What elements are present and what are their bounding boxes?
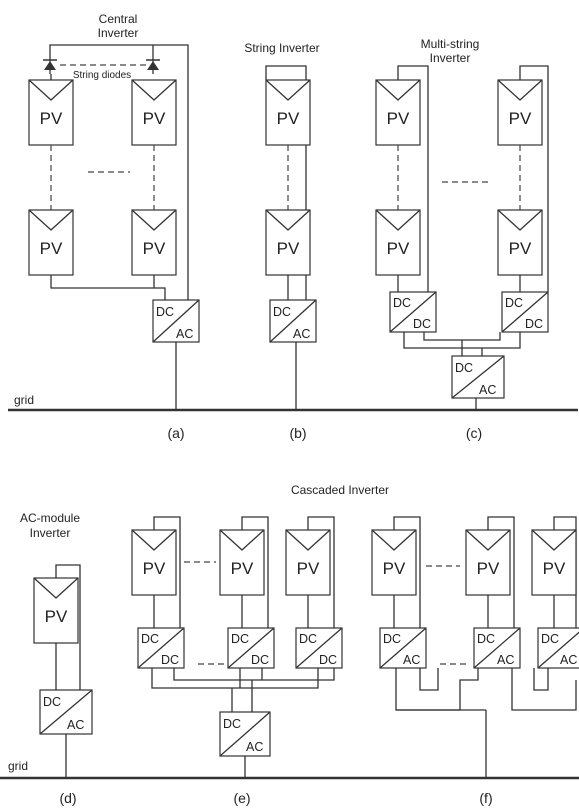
pv-label: PV [40,109,63,128]
dc-label: DC [251,653,269,667]
title-central-line2: Inverter [98,26,139,40]
pv-label: PV [143,559,166,578]
pv-label: PV [387,109,410,128]
pv-label: PV [143,109,166,128]
pv-module: PV [531,529,577,596]
pv-module: PV [131,209,177,276]
pv-label: PV [143,239,166,258]
pv-module: PV [465,529,511,596]
dc-label: DC [319,653,337,667]
pv-module: PV [28,79,74,146]
dc-ac-converter: DC AC [379,627,427,669]
dc-label: DC [161,653,179,667]
ac-label: AC [403,653,420,667]
dc-label: DC [156,305,174,319]
dc-ac-converter: DC AC [152,299,200,343]
pv-label: PV [383,559,406,578]
pv-module: PV [371,529,417,596]
grid-label-bottom: grid [8,759,28,773]
pv-module: PV [265,79,311,146]
caption-a: (a) [167,425,184,441]
dc-ac-converter: DC AC [451,355,505,399]
ac-label: AC [479,383,496,397]
dc-dc-converter: DC DC [501,291,549,333]
caption-e: (e) [233,790,250,806]
dc-ac-converter: DC AC [39,689,93,735]
pv-module: PV [33,577,79,644]
dc-dc-converter: DC DC [389,291,437,333]
title-string: String Inverter [244,41,319,55]
label-string-diodes: String diodes [73,70,131,81]
dc-ac-converter: DC AC [219,711,271,757]
pv-label: PV [231,559,254,578]
title-multi-line2: Inverter [430,51,471,65]
caption-d: (d) [59,790,76,806]
dc-label: DC [455,361,473,375]
dc-label: DC [525,317,543,331]
dc-label: DC [43,695,61,709]
dc-label: DC [477,632,495,646]
dc-label: DC [541,632,559,646]
pv-module: PV [28,209,74,276]
pv-module: PV [219,529,265,596]
pv-module: PV [265,209,311,276]
pv-label: PV [277,109,300,128]
ac-label: AC [176,327,193,341]
title-acmodule-line2: Inverter [30,526,71,540]
pv-label: PV [509,109,532,128]
dc-label: DC [223,717,241,731]
caption-f: (f) [479,790,492,806]
ac-label: AC [497,653,514,667]
ac-label: AC [67,718,84,732]
pv-label: PV [40,239,63,258]
caption-c: (c) [466,425,482,441]
ac-chain-f [395,668,479,711]
dc-label: DC [505,296,523,310]
dc-dc-converter: DC DC [295,627,343,669]
grid-label-top: grid [14,393,34,407]
wire-b [265,65,307,302]
dc-ac-converter: DC AC [537,627,579,669]
dc-ac-converter: DC AC [473,627,521,669]
title-acmodule-line1: AC-module [20,511,80,525]
dc-label: DC [231,632,249,646]
wire-a-bottom [50,275,155,289]
pv-module: PV [497,209,543,276]
dc-label: DC [299,632,317,646]
ac-label: AC [560,653,577,667]
pv-label: PV [45,607,68,626]
dc-label: DC [141,632,159,646]
title-central-line1: Central [99,12,138,26]
dc-dc-converter: DC DC [227,627,275,669]
dc-bus-e [151,668,319,689]
dc-label: DC [393,296,411,310]
pv-module: PV [285,529,331,596]
pv-label: PV [297,559,320,578]
dc-dc-converter: DC DC [137,627,185,669]
title-cascaded: Cascaded Inverter [291,483,389,497]
dc-label: DC [413,317,431,331]
pv-module: PV [497,79,543,146]
pv-module: PV [375,79,421,146]
pv-label: PV [477,559,500,578]
pv-label: PV [387,239,410,258]
pv-module: PV [131,529,177,596]
dc-label: DC [383,632,401,646]
pv-label: PV [277,239,300,258]
pv-label: PV [509,239,532,258]
diode-icon [43,59,57,70]
ac-label: AC [246,740,263,754]
title-multi-line1: Multi-string [421,37,480,51]
diode-icon [146,59,160,70]
pv-label: PV [543,559,566,578]
caption-b: (b) [289,425,306,441]
pv-module: PV [375,209,421,276]
dc-ac-converter: DC AC [269,299,317,343]
pv-module: PV [131,79,177,146]
dc-label: DC [273,305,291,319]
ac-label: AC [293,327,310,341]
